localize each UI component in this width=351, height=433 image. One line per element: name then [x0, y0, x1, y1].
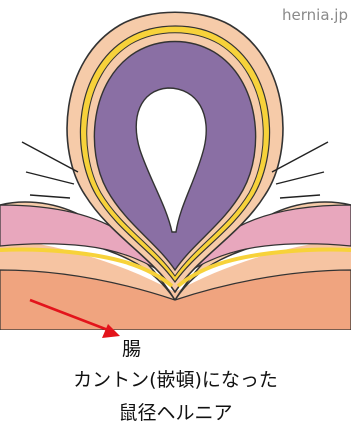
pressure-line — [26, 172, 74, 184]
pressure-line — [276, 172, 324, 184]
pressure-line — [30, 195, 70, 198]
caption-line-1: カントン(嵌頓)になった — [0, 365, 351, 392]
caption-line-2: 鼠径ヘルニア — [0, 398, 351, 425]
intestine-label: 腸 — [122, 334, 141, 361]
watermark-text: hernia.jp — [252, 6, 348, 24]
pressure-line — [280, 195, 320, 198]
